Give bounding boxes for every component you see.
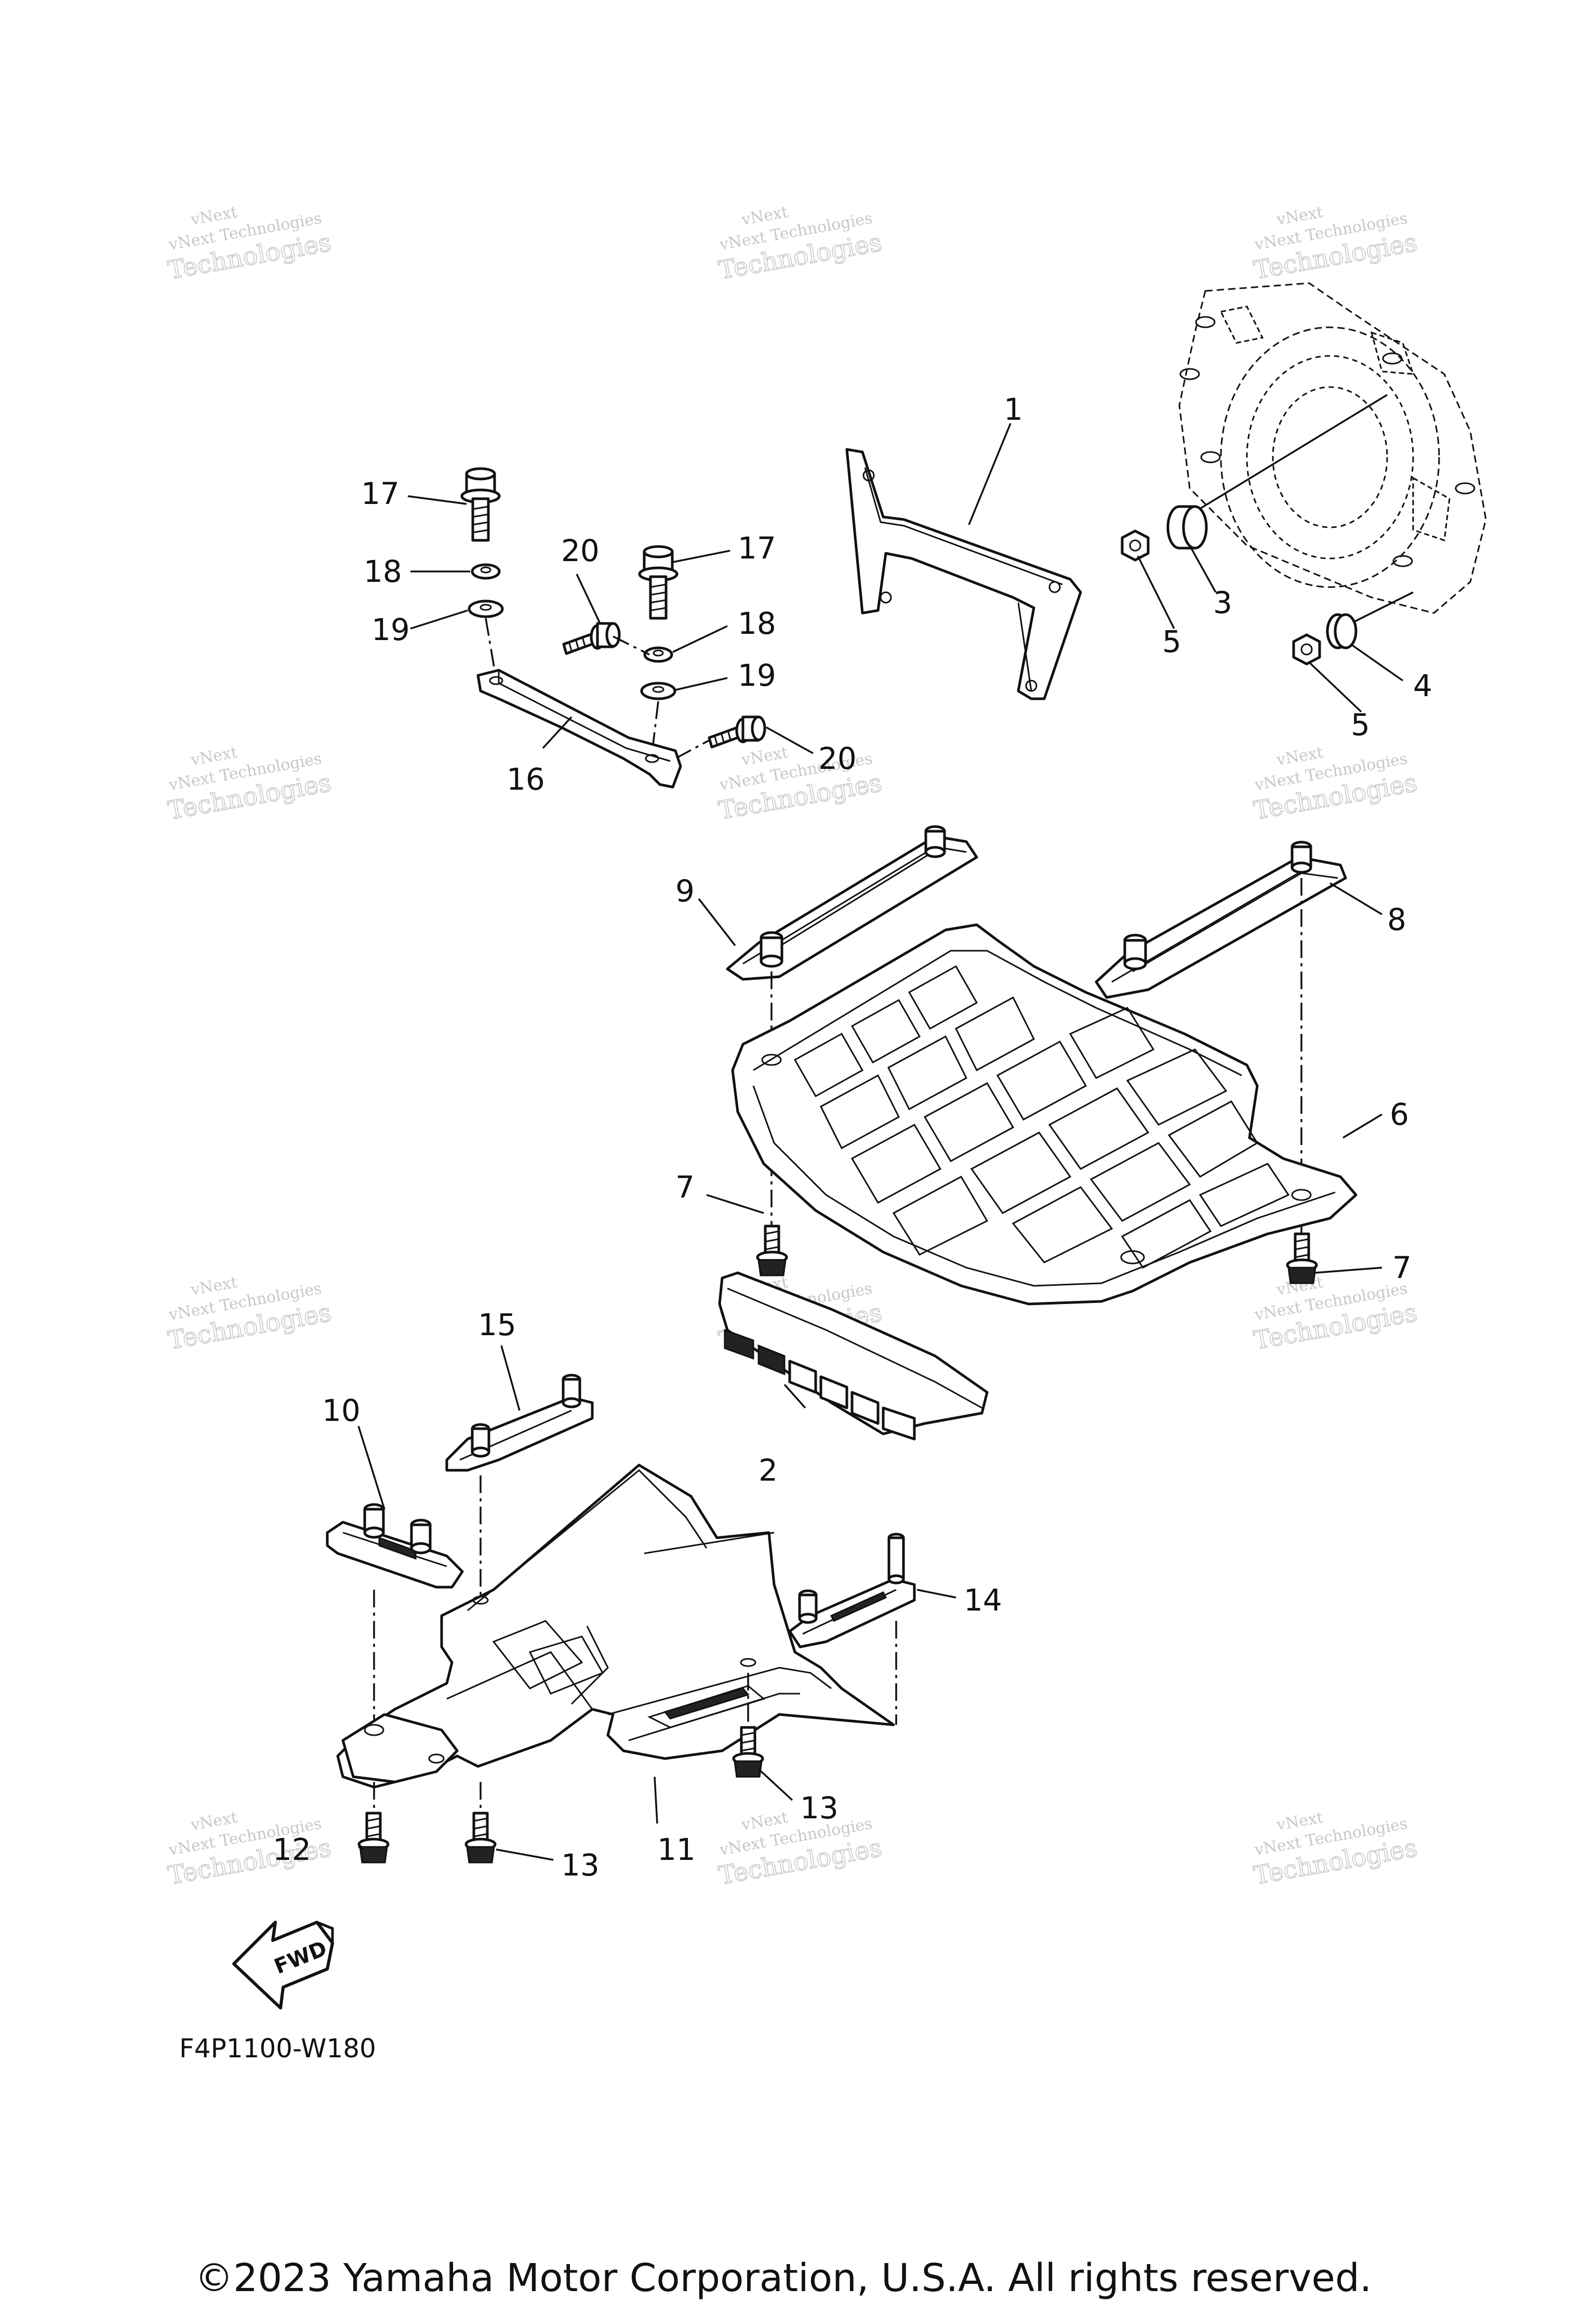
part-8-rail xyxy=(1095,841,1347,999)
callout-8: 8 xyxy=(1387,902,1406,937)
watermark-top-left: vNext vNext Technologies Technologies xyxy=(165,203,334,286)
part-13-screw-upper xyxy=(732,1726,764,1778)
part-7-screw-left xyxy=(756,1225,788,1276)
callout-9: 9 xyxy=(675,873,695,909)
callout-1: 1 xyxy=(1004,392,1023,427)
part-19-washer-right xyxy=(640,682,676,700)
callout-5-upper: 5 xyxy=(1162,624,1181,659)
watermark-bottom-right: vNext vNext Technologies Technologies xyxy=(1251,1808,1419,1891)
part-13-screw-lower xyxy=(464,1812,497,1864)
callout-7-left: 7 xyxy=(675,1169,695,1205)
callout-19-left: 19 xyxy=(371,612,410,647)
callout-14: 14 xyxy=(964,1582,1002,1618)
callout-5-lower: 5 xyxy=(1351,707,1370,742)
callout-16: 16 xyxy=(507,762,545,797)
part-5-nut-lower xyxy=(1292,633,1321,666)
part-15-rail xyxy=(445,1374,594,1472)
callout-4: 4 xyxy=(1413,668,1432,703)
copyright-notice: ©2023 Yamaha Motor Corporation, U.S.A. A… xyxy=(195,2256,1372,2300)
callout-7-right: 7 xyxy=(1392,1250,1412,1285)
assembly-line-20-upper xyxy=(613,635,650,656)
diagram-code: F4P1100-W180 xyxy=(179,2033,376,2064)
watermark-mid-center: vNext vNext Technologies Technologies xyxy=(716,743,884,826)
assembly-line-20-lower xyxy=(675,739,710,760)
watermark-bottom-center: vNext vNext Technologies Technologies xyxy=(716,1808,884,1891)
part-9-rail xyxy=(726,825,978,981)
callout-17-right: 17 xyxy=(738,530,776,566)
watermark-lower-left: vNext vNext Technologies Technologies xyxy=(165,1273,334,1356)
leader-lines xyxy=(357,423,1404,1861)
watermark-mid-left: vNext vNext Technologies Technologies xyxy=(165,743,334,826)
callout-19-right: 19 xyxy=(738,658,776,693)
part-20-screw-upper xyxy=(562,622,621,655)
part-17-bolt-right xyxy=(638,545,679,620)
part-19-washer-left xyxy=(468,600,504,618)
callout-13-upper: 13 xyxy=(800,1790,839,1826)
part-7-screw-right xyxy=(1286,1232,1318,1284)
part-20-screw-lower xyxy=(708,715,766,749)
callout-13-lower: 13 xyxy=(561,1847,600,1883)
engine-housing xyxy=(1178,282,1487,630)
part-11-fin xyxy=(336,1463,895,1789)
watermark-top-right: vNext vNext Technologies Technologies xyxy=(1251,203,1419,286)
callout-18-left: 18 xyxy=(364,554,402,589)
part-3-damper xyxy=(1166,505,1208,550)
part-1-plate xyxy=(845,448,1082,700)
part-2-block xyxy=(718,1271,989,1441)
callout-6: 6 xyxy=(1390,1097,1409,1132)
part-16-bracket xyxy=(476,669,682,789)
callout-10: 10 xyxy=(322,1393,361,1428)
part-18-washer-left xyxy=(471,563,501,580)
part-5-nut-upper xyxy=(1121,529,1150,562)
part-14-rail xyxy=(788,1533,916,1648)
watermark-top-center: vNext vNext Technologies Technologies xyxy=(716,203,884,286)
part-6-main-plate xyxy=(731,923,1358,1306)
callout-15: 15 xyxy=(478,1307,516,1342)
part-10-pad xyxy=(326,1503,464,1589)
callout-12: 12 xyxy=(273,1832,311,1867)
callout-11: 11 xyxy=(657,1832,696,1867)
part-17-bolt-left xyxy=(460,467,501,542)
callout-17-left: 17 xyxy=(361,476,400,511)
callout-labels: 1 2 3 4 5 5 6 7 7 8 9 10 11 12 13 13 14 … xyxy=(273,392,1432,1883)
part-12-screw xyxy=(357,1812,390,1864)
callout-3: 3 xyxy=(1213,585,1232,620)
callout-18-right: 18 xyxy=(738,606,776,641)
part-18-washer-right xyxy=(643,646,673,663)
callout-2: 2 xyxy=(759,1453,778,1488)
assembly-line-16-left xyxy=(485,618,496,671)
watermark-mid-right: vNext vNext Technologies Technologies xyxy=(1251,743,1419,826)
callout-20-upper: 20 xyxy=(561,533,600,568)
part-4-washer xyxy=(1326,613,1358,649)
callout-20-lower: 20 xyxy=(818,741,857,776)
forward-direction-arrow: FWD xyxy=(232,1921,334,2010)
